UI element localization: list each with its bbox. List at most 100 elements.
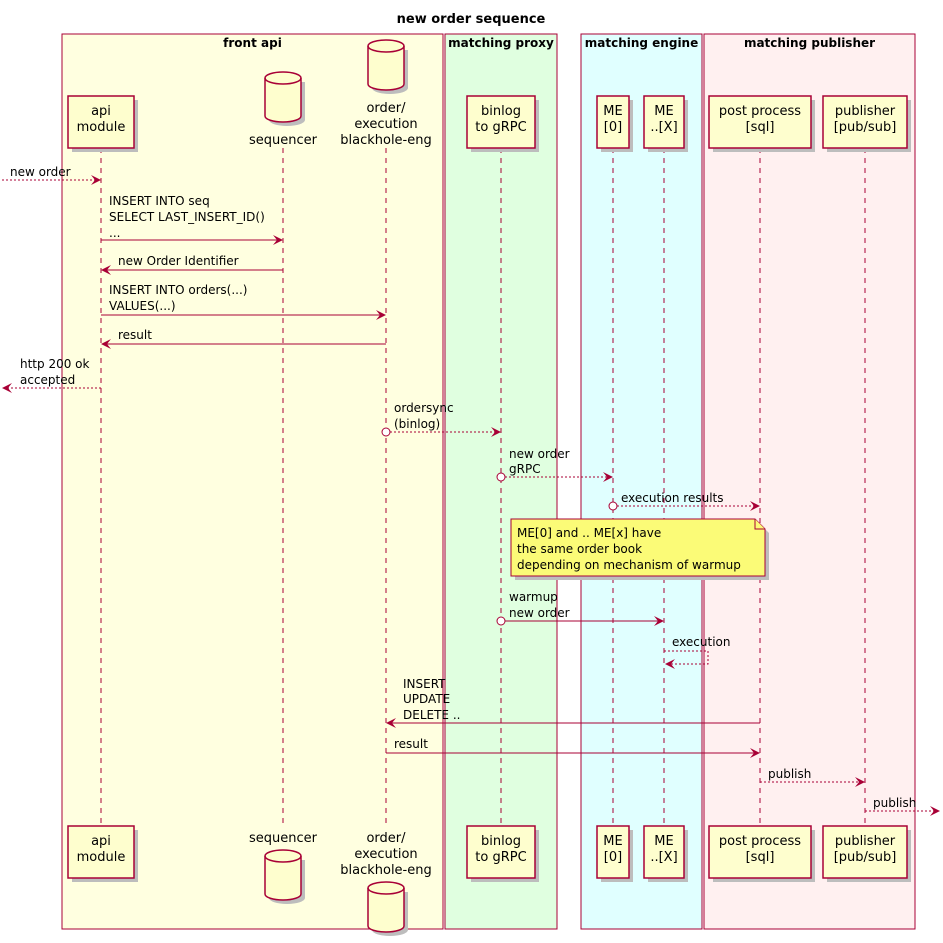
participant-box	[596, 95, 630, 149]
message-label: publish	[768, 767, 811, 781]
participant-label: ME	[654, 834, 673, 849]
participant-label: [sql]	[746, 120, 775, 135]
participant-me0-bottom: ME[0]	[596, 825, 633, 882]
participant-label: order/	[366, 831, 406, 846]
participant-label: [0]	[604, 120, 622, 135]
message-label: warmup	[509, 590, 558, 604]
group-box-matching-publisher	[703, 33, 916, 930]
note-line: ME[0] and .. ME[x] have	[517, 526, 661, 540]
message-label: (binlog)	[394, 417, 440, 431]
participant-label: order/	[366, 101, 406, 116]
participant-label: publisher	[835, 834, 896, 849]
message-label: INSERT INTO orders(...)	[109, 283, 248, 297]
message-label: result	[118, 328, 152, 342]
group-matching-engine: matching engine	[580, 33, 703, 930]
group-title-matching-proxy: matching proxy	[448, 36, 554, 50]
database-icon	[367, 39, 405, 91]
participant-seq-top: sequencer	[249, 71, 318, 148]
participant-label: post process	[719, 834, 801, 849]
participant-label: [pub/sub]	[834, 120, 897, 135]
participant-pp-bottom: post process[sql]	[708, 825, 815, 882]
participant-label: ..[X]	[650, 850, 677, 865]
participant-label: binlog	[481, 834, 521, 849]
participant-label: ME	[603, 834, 622, 849]
participant-pub-top: publisher[pub/sub]	[822, 95, 911, 152]
participant-label: module	[77, 120, 126, 135]
message-label: VALUES(...)	[109, 299, 176, 313]
note-fold	[754, 519, 765, 530]
message-13: result	[386, 737, 760, 758]
note-line: the same order book	[517, 542, 642, 556]
participant-label: to gRPC	[475, 850, 526, 865]
participant-label: blackhole-eng	[340, 133, 432, 148]
message-9: execution results	[608, 491, 760, 511]
message-label: accepted	[20, 373, 75, 387]
database-rim	[367, 887, 405, 895]
participant-box	[643, 95, 685, 149]
message-label: new order	[10, 165, 71, 179]
message-10: warmup new order	[496, 590, 664, 626]
message-arrow	[664, 650, 709, 669]
message-label: publish	[873, 796, 916, 810]
message-label: INSERT INTO seq	[109, 194, 210, 208]
participant-box	[643, 825, 685, 879]
message-start-circle	[496, 472, 506, 482]
message-start-circle	[381, 427, 391, 437]
participant-label: publisher	[835, 104, 896, 119]
message-label: result	[394, 737, 428, 751]
note-box	[510, 518, 766, 577]
message-start-circle	[608, 501, 618, 511]
group-title-matching-publisher: matching publisher	[744, 36, 875, 50]
participant-label: execution	[354, 117, 417, 132]
participant-label: api	[91, 104, 111, 119]
message-label: new Order Identifier	[118, 254, 239, 268]
participant-label: ..[X]	[650, 120, 677, 135]
message-label: new order	[509, 447, 570, 461]
participant-box	[822, 95, 908, 149]
group-front-api: front api	[61, 33, 444, 930]
database-icon	[367, 881, 405, 933]
participant-label: [pub/sub]	[834, 850, 897, 865]
participant-box	[596, 825, 630, 879]
participant-label: sequencer	[249, 831, 318, 846]
message-14: publish	[760, 767, 865, 787]
participant-label: ME	[603, 104, 622, 119]
message-label: new order	[509, 606, 570, 620]
message-label: ordersync	[394, 401, 454, 415]
message-11: execution	[664, 635, 730, 669]
message-15: publish	[865, 796, 940, 816]
database-rim	[264, 77, 302, 85]
message-4: INSERT INTO orders(...) VALUES(...)	[101, 283, 386, 320]
participant-label: module	[77, 850, 126, 865]
message-label: ...	[109, 226, 120, 240]
message-label: SELECT LAST_INSERT_ID()	[109, 210, 265, 224]
participant-box	[466, 825, 536, 879]
participant-label: blackhole-eng	[340, 863, 432, 878]
participant-box	[822, 825, 908, 879]
participant-me0-top: ME[0]	[596, 95, 633, 152]
participant-box	[67, 825, 135, 879]
participant-label: execution	[354, 847, 417, 862]
database-rim	[264, 855, 302, 863]
message-1: new order	[2, 165, 101, 185]
participant-box	[708, 95, 812, 149]
participant-label: sequencer	[249, 133, 318, 148]
message-start-circle	[496, 616, 506, 626]
note: ME[0] and .. ME[x] have the same order bo…	[510, 518, 769, 580]
participant-label: [0]	[604, 850, 622, 865]
participant-box	[67, 95, 135, 149]
group-matching-publisher: matching publisher	[703, 33, 916, 930]
participant-label: [sql]	[746, 850, 775, 865]
participant-mex-bottom: ME..[X]	[643, 825, 688, 882]
